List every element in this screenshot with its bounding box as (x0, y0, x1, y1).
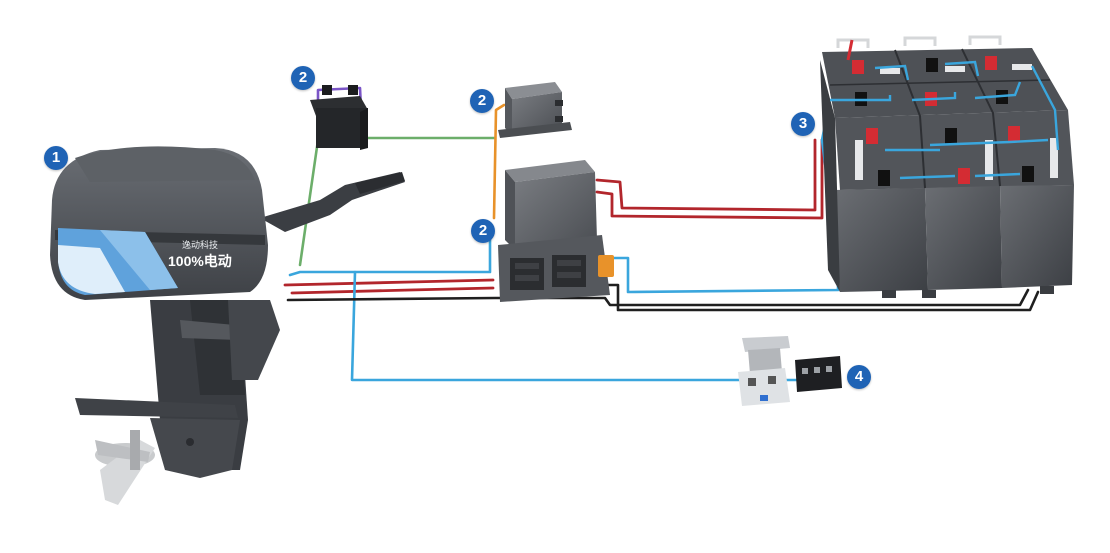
clamp-bracket (228, 300, 280, 380)
badge-motor: 1 (44, 146, 68, 170)
red-cable-1 (595, 138, 817, 212)
throttle-body (738, 368, 790, 406)
throttle-lever (742, 336, 790, 352)
small-battery-box (310, 85, 368, 150)
cavitation-plate (75, 398, 238, 418)
orange-wire (492, 103, 506, 220)
lower-unit (150, 418, 240, 478)
black-cable-1 (286, 288, 1030, 307)
terminal-red (866, 128, 878, 144)
blue-battery-wire (610, 108, 840, 294)
blue-motor-wire (288, 238, 492, 277)
red-motor-cable-1 (283, 278, 495, 287)
terminal-red (852, 60, 864, 74)
throttle-button-blue (760, 395, 768, 401)
terminal-black (1022, 166, 1034, 182)
terminal-black (926, 58, 938, 72)
orange-connector (598, 255, 614, 277)
motor-brand-text: 逸动科技 (182, 239, 218, 250)
terminal-red (1008, 126, 1020, 142)
terminal-red (985, 56, 997, 70)
terminal-black (945, 128, 957, 144)
terminal-black (878, 170, 890, 186)
badge-charger: 2 (470, 89, 494, 113)
red-cable-2 (595, 138, 824, 220)
badge-battery-box: 2 (291, 66, 315, 90)
wiring (283, 86, 1040, 382)
controller-unit (498, 160, 614, 302)
charger-unit (498, 82, 572, 138)
terminal-red (958, 168, 970, 184)
connector-block-2 (552, 255, 586, 287)
badge-controller: 2 (471, 219, 495, 243)
motor-slogan-text: 100%电动 (168, 253, 232, 269)
remote-throttle (738, 336, 790, 406)
badge-throttle: 4 (847, 365, 871, 389)
blue-throttle-wire (350, 270, 742, 382)
propeller (95, 430, 155, 505)
black-cable-2 (603, 283, 1040, 312)
red-motor-cable-2 (290, 286, 495, 295)
outboard-motor: 逸动科技 100%电动 (50, 146, 405, 505)
display-panel (795, 356, 842, 392)
battery-pack (820, 35, 1074, 298)
connector-block-1 (510, 258, 544, 290)
badge-battery-pack: 3 (791, 112, 815, 136)
